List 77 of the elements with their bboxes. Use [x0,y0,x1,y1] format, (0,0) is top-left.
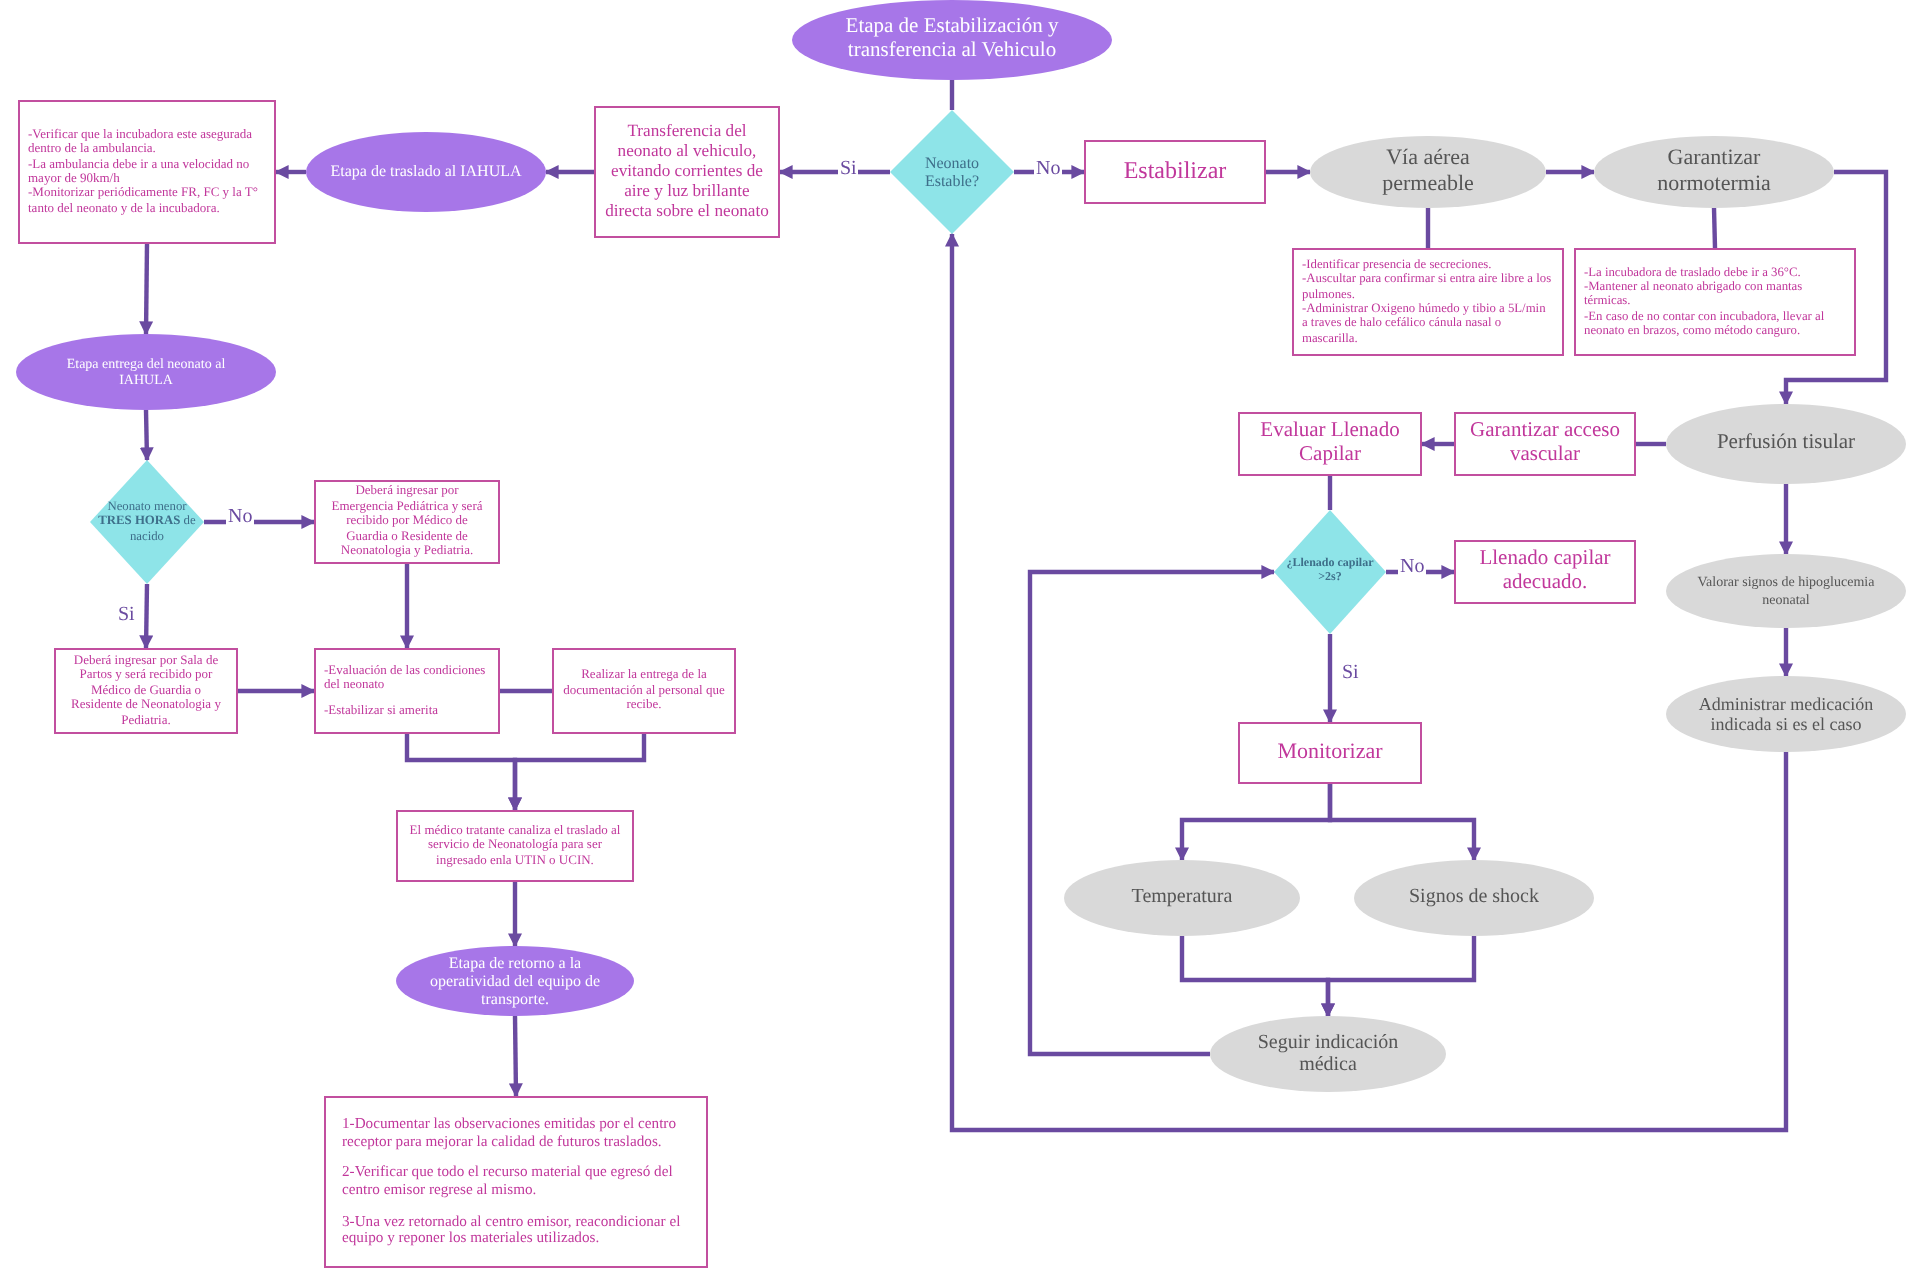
connector-arrow [204,515,316,529]
connector-arrow [1386,565,1456,579]
stage-ellipse [16,334,276,410]
node-text: Neonato Estable? [922,153,982,191]
step-ellipse [1064,860,1300,936]
connector-arrow [1779,484,1793,556]
node-text: Etapa de traslado al IAHULA [330,162,522,182]
node-text: Vía aérea permeable [1380,146,1476,198]
decision-diamond [1274,510,1386,634]
connector-arrow [1420,437,1454,451]
connector-arrow [1779,169,1889,406]
connector-arrow [508,882,522,948]
process-box [1238,722,1422,784]
node-text: Garantizar normotermia [1655,146,1773,198]
connector-arrow [1323,634,1337,724]
connector-arrow [508,1015,523,1098]
node-text: Seguir indicación médica [1255,1031,1401,1077]
edge-label: No [1034,158,1063,180]
connector-arrow [238,684,316,698]
connector-arrow [1027,565,1276,1057]
process-box [1454,412,1636,476]
process-box [396,810,634,882]
node-text: Perfusión tisular [1716,431,1856,457]
node-text: Transferencia del neonato al vehiculo, evitando corrientes de aire y luz brillante directa sobre el neonato [604,122,770,222]
node-text: Signos de shock [1409,886,1539,910]
node-text: Temperatura [1131,886,1233,910]
process-box [594,106,780,238]
connector-arrow [139,243,154,336]
note-box [314,648,500,734]
process-box [1454,540,1636,604]
process-box [552,648,736,734]
stage-ellipse [396,946,634,1016]
node-text: Etapa de retorno a la operatividad del equipo de transporte. [427,953,603,1009]
note-box [1574,248,1856,356]
note-box [1292,248,1564,356]
connector-arrow [544,165,594,179]
step-ellipse [1310,136,1546,208]
step-ellipse [1210,1016,1446,1092]
process-box [54,648,238,734]
connector-arrow [945,232,1789,1133]
connector-arrow [400,564,414,650]
node-text: Estabilizar [1123,158,1227,186]
step-ellipse [1666,676,1906,752]
edge-label: Si [1340,662,1361,684]
note-box [324,1096,708,1268]
stage-ellipse [306,132,546,212]
connector-arrow [1321,936,1477,1018]
connector-arrow [139,409,154,462]
connector-arrow [508,734,647,812]
node-text: Administrar medicación indicada si es el caso [1696,693,1876,735]
connector-arrow [139,583,154,650]
connector-arrow [1266,165,1312,179]
step-ellipse [1666,404,1906,484]
node-text: Garantizar acceso vascular [1468,419,1622,469]
connector-arrow [274,165,306,179]
process-box [1084,140,1266,204]
step-ellipse [1354,860,1594,936]
node-text: Monitorizar [1277,740,1383,766]
node-text: Etapa de Estabilización y transferencia al Vehiculo [843,15,1061,65]
connector-arrow [1546,165,1596,179]
step-ellipse [1666,554,1906,628]
connector-arrow [1327,784,1481,862]
edge-label: Si [116,604,137,626]
decision-diamond [890,110,1014,234]
note-box [18,100,276,244]
decision-diamond [90,460,204,584]
stage-ellipse [792,0,1112,80]
node-text: Evaluar Llenado Capilar [1258,419,1402,469]
connector-arrow [778,165,890,179]
process-box [314,480,500,564]
edge-label: No [1398,556,1427,578]
connector-arrow [1779,628,1793,678]
edge-label: Si [838,158,859,180]
edge-label: No [226,506,255,528]
process-box [1238,412,1422,476]
step-ellipse [1594,136,1834,208]
node-text: Llenado capilar adecuado. [1477,547,1613,597]
